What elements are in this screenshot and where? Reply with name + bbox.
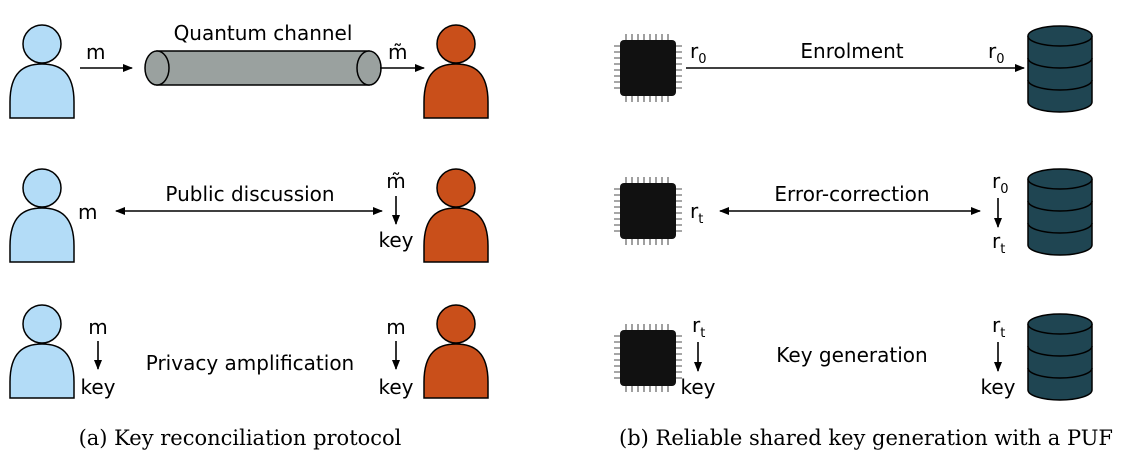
privacy-amplification-label: Privacy amplification	[146, 351, 354, 375]
row1-right-symbol: r0	[988, 39, 1005, 67]
database-icon	[1027, 168, 1093, 256]
row1-right-symbol: m̃	[388, 40, 407, 64]
enrolment-label: Enrolment	[800, 39, 903, 63]
row2-right-bottom: key	[378, 228, 413, 252]
panel-b: r0 Enrolment r0 rt Error-correction r0 r…	[613, 25, 1113, 450]
row2-right-top: r0	[992, 169, 1009, 197]
row3-left-bottom: key	[80, 375, 115, 399]
row3-right-top: m	[386, 315, 405, 339]
row3-left-bottom: key	[680, 375, 715, 399]
quantum-channel-icon	[144, 50, 382, 86]
error-correction-label: Error-correction	[774, 182, 929, 206]
alice-icon	[9, 304, 75, 399]
alice-icon	[9, 168, 75, 263]
public-discussion-label: Public discussion	[165, 182, 334, 206]
bob-icon	[423, 24, 489, 119]
alice-icon	[9, 24, 75, 119]
row2-right-bottom: rt	[992, 229, 1005, 257]
chip-icon	[613, 33, 683, 103]
key-generation-label: Key generation	[776, 343, 927, 367]
database-icon	[1027, 25, 1093, 113]
row2-left-symbol: m	[78, 200, 97, 224]
bob-icon	[423, 304, 489, 399]
chip-icon	[613, 323, 683, 393]
database-icon	[1027, 313, 1093, 401]
quantum-channel-label: Quantum channel	[174, 21, 353, 45]
bob-icon	[423, 168, 489, 263]
row1-left-symbol: m	[86, 40, 105, 64]
panel-a: m Quantum channel m̃ m Public discussion…	[9, 21, 489, 450]
row3-right-bottom: key	[378, 375, 413, 399]
row3-right-top: rt	[992, 313, 1005, 341]
caption-a: (a) Key reconciliation protocol	[79, 426, 402, 450]
row2-left-symbol: rt	[690, 199, 703, 227]
caption-b: (b) Reliable shared key generation with …	[619, 426, 1113, 450]
row1-left-symbol: r0	[690, 39, 707, 67]
row2-right-top: m̃	[386, 169, 405, 193]
chip-icon	[613, 176, 683, 246]
row3-right-bottom: key	[980, 375, 1015, 399]
row3-left-top: rt	[692, 313, 705, 341]
row3-left-top: m	[88, 315, 107, 339]
